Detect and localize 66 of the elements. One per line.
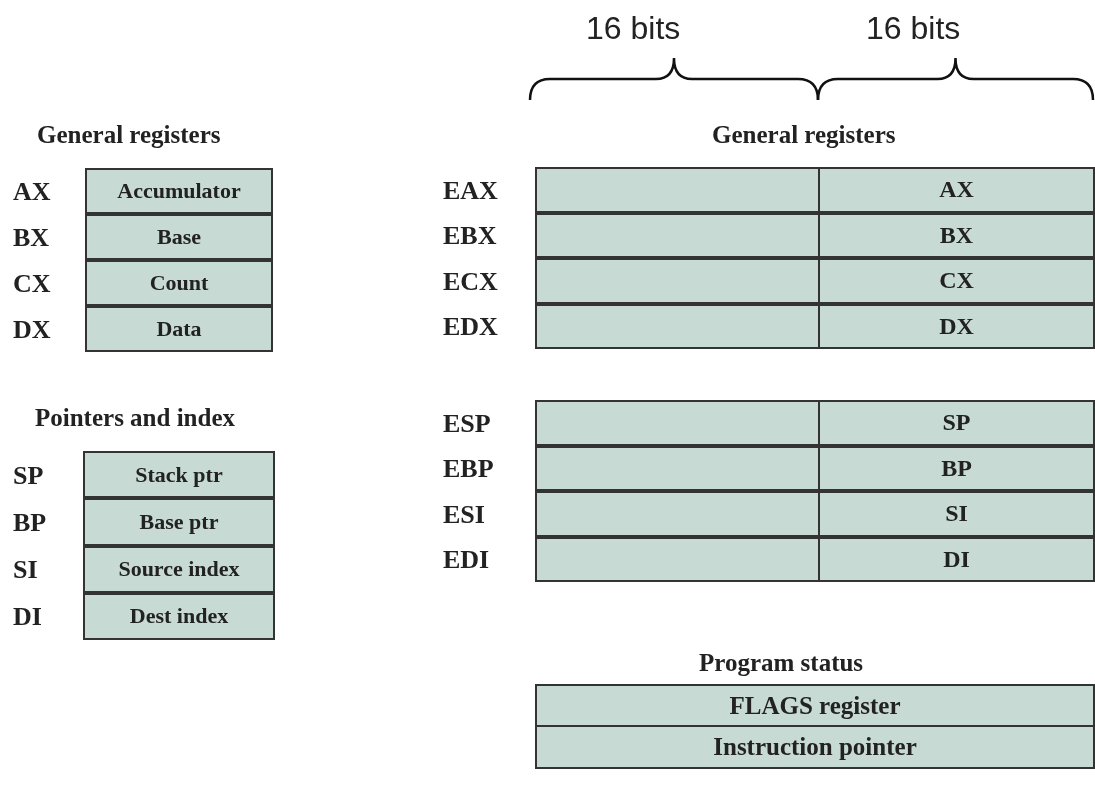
register-cell [83,592,275,640]
register-cell [818,400,1095,446]
register-cell [818,536,1095,582]
register-cell [535,491,820,537]
register-label: ESP [443,410,491,437]
register-name: DX [939,312,974,340]
register-label: ECX [443,268,498,295]
register-name: CX [939,267,974,295]
register-label: BX [13,225,50,251]
register-name: Dest index [129,603,229,630]
register-cell [818,303,1095,349]
register-cell [818,445,1095,491]
register-name: Stack ptr [135,461,223,488]
register-label: SP [13,462,44,489]
section-heading: Program status [699,650,864,675]
register-name: SP [942,409,971,437]
section-heading: General registers [37,122,221,147]
register-name: FLAGS register [729,691,901,720]
register-name: Count [149,270,209,296]
register-label: BP [13,509,47,536]
register-cell [83,451,275,499]
register-name: BX [939,221,974,249]
register-name: AX [939,176,974,204]
register-name: Base ptr [139,508,219,535]
register-cell [535,536,820,582]
register-label: EAX [443,177,498,204]
register-cell [85,168,273,214]
register-name: Source index [118,556,240,583]
register-name: Base [157,224,201,250]
register-cell [535,258,820,304]
register-label: DX [13,317,51,343]
register-cell [535,212,820,258]
register-label: CX [13,271,51,297]
section-heading: Pointers and index [35,405,236,430]
register-name: DI [943,545,970,573]
register-name: SI [945,500,968,528]
bit-width-label: 16 bits [866,12,961,44]
register-label: EBX [443,223,497,250]
register-cell [818,491,1095,537]
register-cell [85,214,273,260]
register-label: ESI [443,501,485,528]
register-name: Instruction pointer [713,733,917,761]
register-label: EDI [443,547,490,574]
register-label: EBP [443,456,494,483]
register-cell [535,400,820,446]
bit-width-label: 16 bits [586,12,681,44]
register-label: SI [13,557,38,584]
register-cell [85,260,273,306]
register-cell [818,167,1095,213]
register-cell [535,684,1095,727]
register-cell [83,545,275,593]
register-cell [818,212,1095,258]
register-cell [535,167,820,213]
register-cell [535,725,1095,769]
register-name: BP [941,454,972,482]
register-name: Data [156,316,202,342]
register-cell [818,258,1095,304]
register-cell [535,303,820,349]
section-heading: General registers [712,122,896,147]
register-label: DI [13,604,42,631]
register-cell [535,445,820,491]
register-label: AX [13,179,51,205]
register-name: Accumulator [117,178,241,204]
register-cell [85,306,273,352]
register-cell [83,498,275,546]
register-label: EDX [443,314,498,341]
